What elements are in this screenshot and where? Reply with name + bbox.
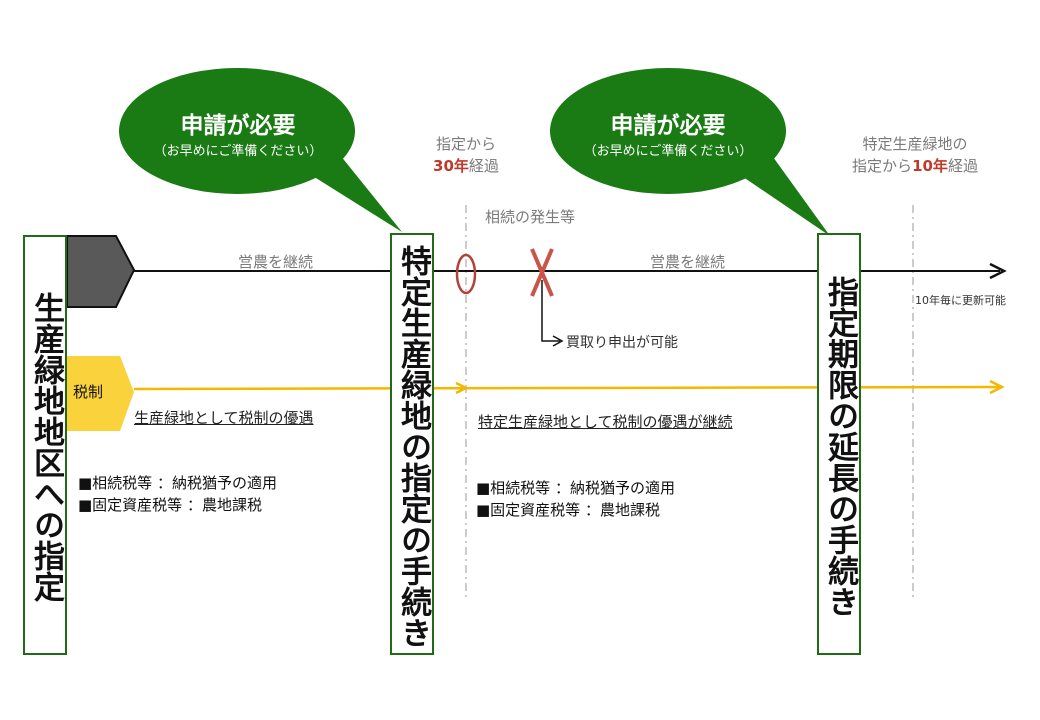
speech-bubble-left — [119, 68, 402, 232]
bubble-left-main: 申請が必要 — [180, 113, 296, 139]
tax-tag-shape — [67, 356, 134, 431]
tax-right-item-inheritance: ■相続税等 ：納税猶予の適用 — [476, 479, 675, 497]
purchase-request-arrow — [541, 280, 560, 342]
milestone-10years-line1: 特定生産緑地の — [862, 135, 968, 153]
inheritance-x-marker — [530, 248, 554, 297]
bubble-right-main: 申請が必要 — [610, 113, 726, 139]
tax-timeline — [133, 385, 1001, 391]
bubble-left-sub: （お早めにご準備ください） — [153, 144, 323, 159]
bubble-left-text: 申請が必要 （お早めにご準備ください） — [140, 106, 336, 159]
timeline-start-arrow — [66, 235, 136, 308]
renewal-label: 10年毎に更新可能 — [915, 294, 1006, 307]
milestone-10years-suffix: 経過 — [947, 157, 978, 175]
tax-left-list: ■相続税等 ：納税猶予の適用 ■固定資産税等 ：農地課税 — [78, 472, 277, 516]
box-extension-procedure: 指定期限の延長の手続き — [817, 233, 861, 655]
milestone-30years-suffix: 経過 — [468, 157, 499, 175]
speech-bubble-right — [550, 68, 830, 236]
milestone-10years-prefix: 指定から — [852, 157, 913, 175]
bubble-right-sub: （お早めにご準備ください） — [583, 144, 753, 159]
milestone-30years-highlight: 30年 — [433, 157, 469, 175]
farming-label-left: 営農を継続 — [238, 253, 314, 271]
tax-left-item-property: ■固定資産税等 ：農地課税 — [78, 496, 262, 514]
milestone-10years-highlight: 10年 — [912, 157, 948, 175]
inheritance-label: 相続の発生等 — [485, 208, 576, 226]
tax-left-title: 生産緑地として税制の優遇 — [134, 409, 314, 427]
tax-tag-label: 税制 — [73, 383, 104, 401]
milestone-30years-line1: 指定から — [435, 135, 496, 153]
farming-label-right: 営農を継続 — [650, 253, 726, 271]
tax-right-item-property: ■固定資産税等 ：農地課税 — [476, 501, 660, 519]
inheritance-oval-marker — [455, 253, 477, 295]
box-specific-green-procedure: 特定生産緑地の指定の手続き — [390, 233, 434, 655]
milestone-10years-label: 特定生産緑地の 指定から10年経過 — [830, 133, 1000, 177]
tax-left-item-inheritance: ■相続税等 ：納税猶予の適用 — [78, 474, 277, 492]
milestone-30years-label: 指定から 30年経過 — [416, 133, 516, 177]
bubble-right-text: 申請が必要 （お早めにご準備ください） — [570, 106, 766, 159]
purchase-request-label: 買取り申出が可能 — [566, 335, 678, 351]
tax-right-title: 特定生産緑地として税制の優遇が継続 — [478, 413, 733, 431]
farming-timeline-arrowhead — [989, 262, 1007, 280]
box-production-green-designation: 生産緑地地区への指定 — [23, 235, 67, 655]
tax-right-list: ■相続税等 ：納税猶予の適用 ■固定資産税等 ：農地課税 — [476, 477, 675, 521]
